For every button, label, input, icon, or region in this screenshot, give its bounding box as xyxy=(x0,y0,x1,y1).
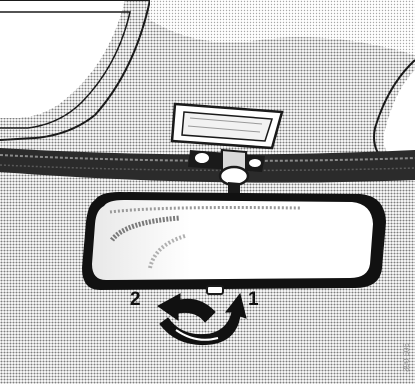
mirror-glass xyxy=(92,200,373,280)
figure-code: 390 506 xyxy=(402,343,411,372)
position-1-label: 1 xyxy=(248,289,259,310)
position-2-label: 2 xyxy=(130,289,141,310)
ball-joint xyxy=(220,167,248,185)
mount-screw-right xyxy=(248,158,262,168)
anti-dazzle-tab xyxy=(207,286,223,294)
mount-screw-left xyxy=(194,152,210,164)
